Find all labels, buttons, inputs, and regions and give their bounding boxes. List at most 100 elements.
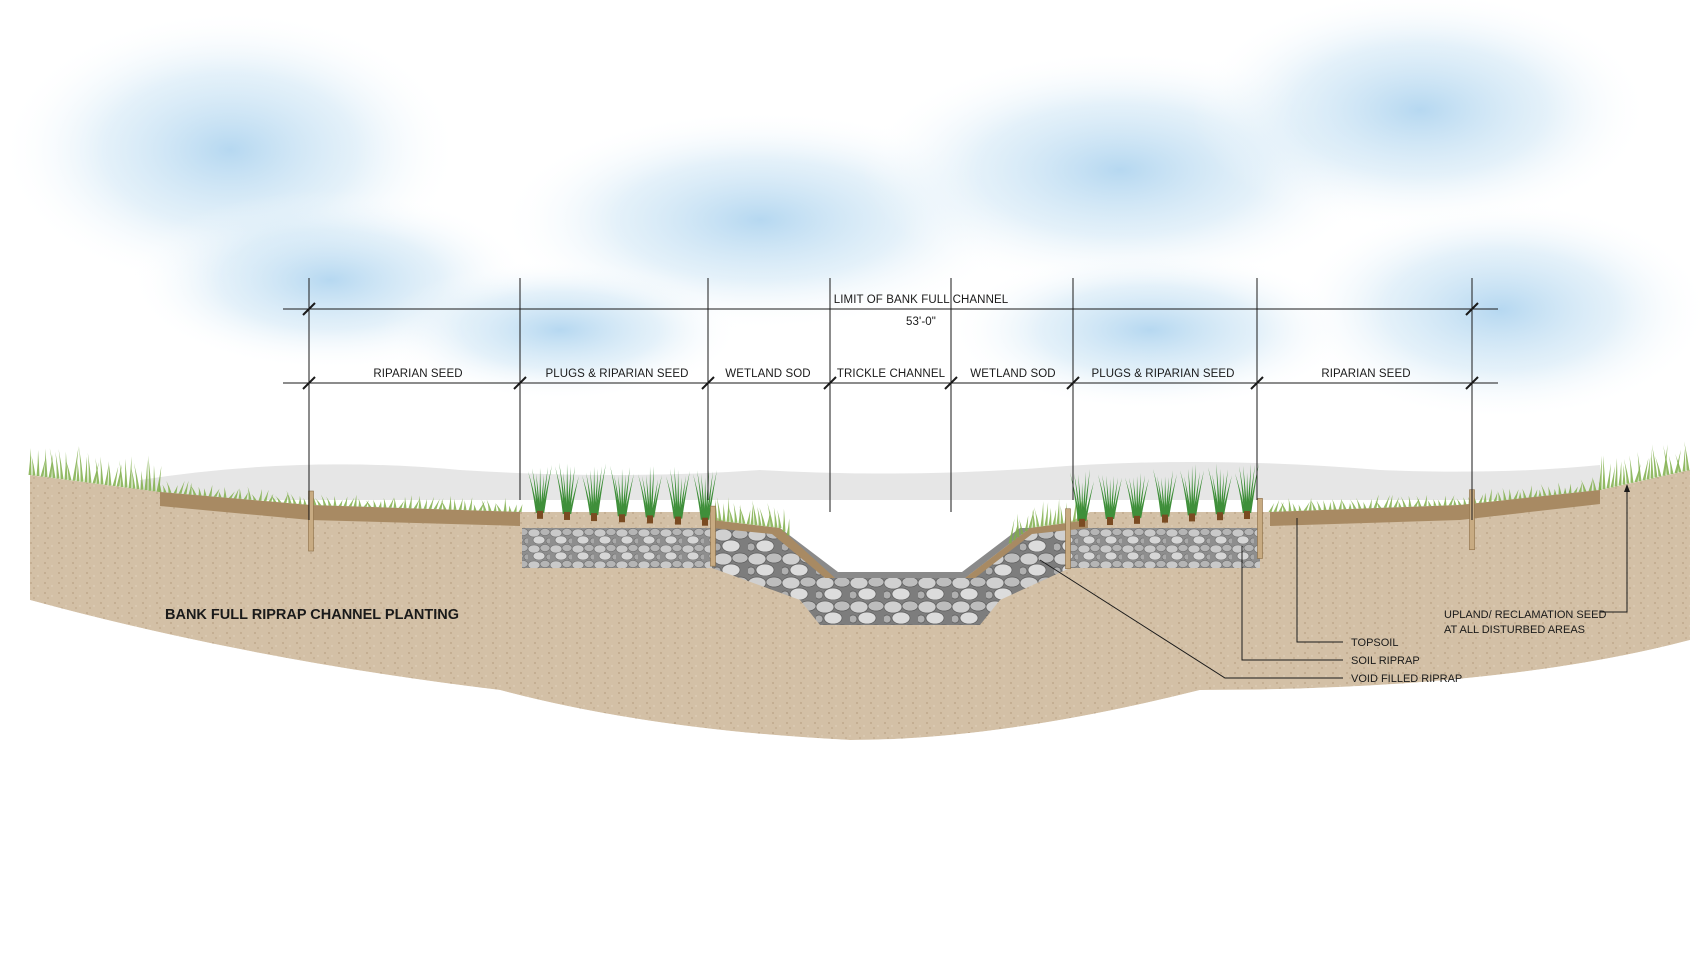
grass-blade	[84, 456, 88, 483]
grass-blade	[1528, 485, 1532, 498]
grass-blade	[438, 498, 444, 510]
grass-blade	[133, 463, 140, 490]
grass-blade	[518, 504, 523, 512]
plug-plants	[528, 462, 1259, 527]
grass-blade	[777, 509, 782, 528]
grass-blade	[1493, 492, 1498, 502]
grass-blade	[448, 495, 452, 510]
grass-blade	[418, 495, 422, 509]
grass-blade	[1024, 515, 1029, 532]
grass-blade	[1298, 504, 1302, 511]
grass-blade	[44, 448, 48, 478]
grass-blade	[104, 464, 109, 485]
grass-blade	[1338, 498, 1342, 510]
grass-blade	[1598, 455, 1602, 490]
plug-plant	[1153, 468, 1177, 523]
grass-blade	[290, 493, 297, 504]
callout-void-filled-riprap: VOID FILLED RIPRAP	[1351, 673, 1462, 685]
grass-blade	[1614, 458, 1618, 487]
callout-leaders	[1039, 488, 1628, 679]
grass-blade	[1497, 490, 1502, 501]
grass-blade	[303, 498, 307, 505]
grass-blade	[1663, 445, 1670, 475]
grass-blade	[190, 484, 197, 496]
grass-blade	[759, 507, 766, 527]
grass-blade	[124, 458, 128, 488]
grass-blade	[1388, 494, 1393, 508]
topsoil-slope-left	[712, 520, 835, 578]
grass-blade	[1433, 498, 1437, 506]
grass-blade	[1363, 501, 1367, 509]
grass-blade	[1629, 455, 1634, 483]
grass-blade	[495, 502, 502, 512]
grass-blade	[722, 503, 726, 522]
grass-blade	[183, 480, 189, 495]
grass-blade	[750, 505, 754, 525]
grass-blade	[1019, 519, 1024, 535]
grass-blade	[1308, 498, 1312, 511]
grass-blade	[78, 446, 84, 482]
grass-blade	[1610, 466, 1615, 488]
grass-blade	[28, 448, 32, 475]
grass-blade	[1348, 503, 1352, 510]
grass-blade	[1280, 501, 1287, 512]
grass-blade	[1292, 503, 1297, 512]
grass-blade	[64, 451, 68, 480]
dimension-tick	[513, 376, 527, 390]
grass-blade	[1427, 499, 1432, 507]
grass-blade	[1668, 455, 1674, 474]
grass-blade	[1332, 499, 1337, 510]
grass-blade	[72, 445, 79, 481]
stake	[1257, 498, 1263, 559]
grass-blade	[1602, 455, 1606, 490]
grass-blade	[428, 496, 435, 509]
grass-blade	[283, 492, 289, 503]
dimension-tick	[1250, 376, 1264, 390]
grass-blade	[767, 502, 774, 528]
grass-blade	[1400, 496, 1407, 508]
grass-blade	[1028, 506, 1035, 528]
grass-blade	[1662, 444, 1668, 476]
grass-blade	[87, 452, 92, 483]
grass-layer	[28, 441, 1690, 544]
grass-blade	[378, 501, 382, 508]
grass-blade	[315, 498, 322, 506]
grass-blade	[1592, 477, 1597, 491]
grass-blade	[728, 507, 734, 523]
grass-blade	[228, 491, 235, 499]
grass-blade	[1646, 457, 1651, 480]
grass-blade	[773, 507, 778, 528]
dimension-tick	[1465, 376, 1479, 390]
grass-blade	[786, 518, 790, 536]
grass-blade	[1453, 498, 1457, 506]
grass-blade	[733, 503, 738, 523]
zone-label-wetland-sod-left: WETLAND SOD	[725, 368, 810, 380]
plug-plant	[582, 463, 606, 522]
soil-riprap-left	[522, 528, 712, 568]
topsoil-right	[1270, 490, 1600, 526]
grass-blade	[403, 496, 407, 509]
background-hills	[140, 461, 1600, 500]
grass-blade	[1518, 491, 1522, 499]
grass-blade	[1032, 510, 1036, 528]
grass-blade	[1568, 483, 1572, 494]
grass-blade	[1056, 498, 1060, 525]
dimension-tick	[823, 376, 837, 390]
grass-blade	[1355, 497, 1362, 509]
grass-blade	[208, 484, 213, 497]
grass-blade	[131, 468, 136, 489]
grass-blade	[298, 495, 302, 505]
grass-blade	[92, 462, 99, 484]
grass-blade	[1393, 496, 1400, 508]
plug-plant	[638, 466, 662, 524]
grass-blade	[1580, 479, 1587, 492]
grass-blade	[440, 499, 447, 510]
plug-plant	[1098, 474, 1122, 526]
plug-plant	[1208, 463, 1232, 521]
plug-plant	[1180, 464, 1204, 522]
diagram-title: BANK FULL RIPRAP CHANNEL PLANTING	[165, 607, 459, 623]
grass-blade	[458, 497, 463, 510]
grass-blade	[1408, 495, 1412, 507]
topsoil-left	[160, 492, 520, 526]
